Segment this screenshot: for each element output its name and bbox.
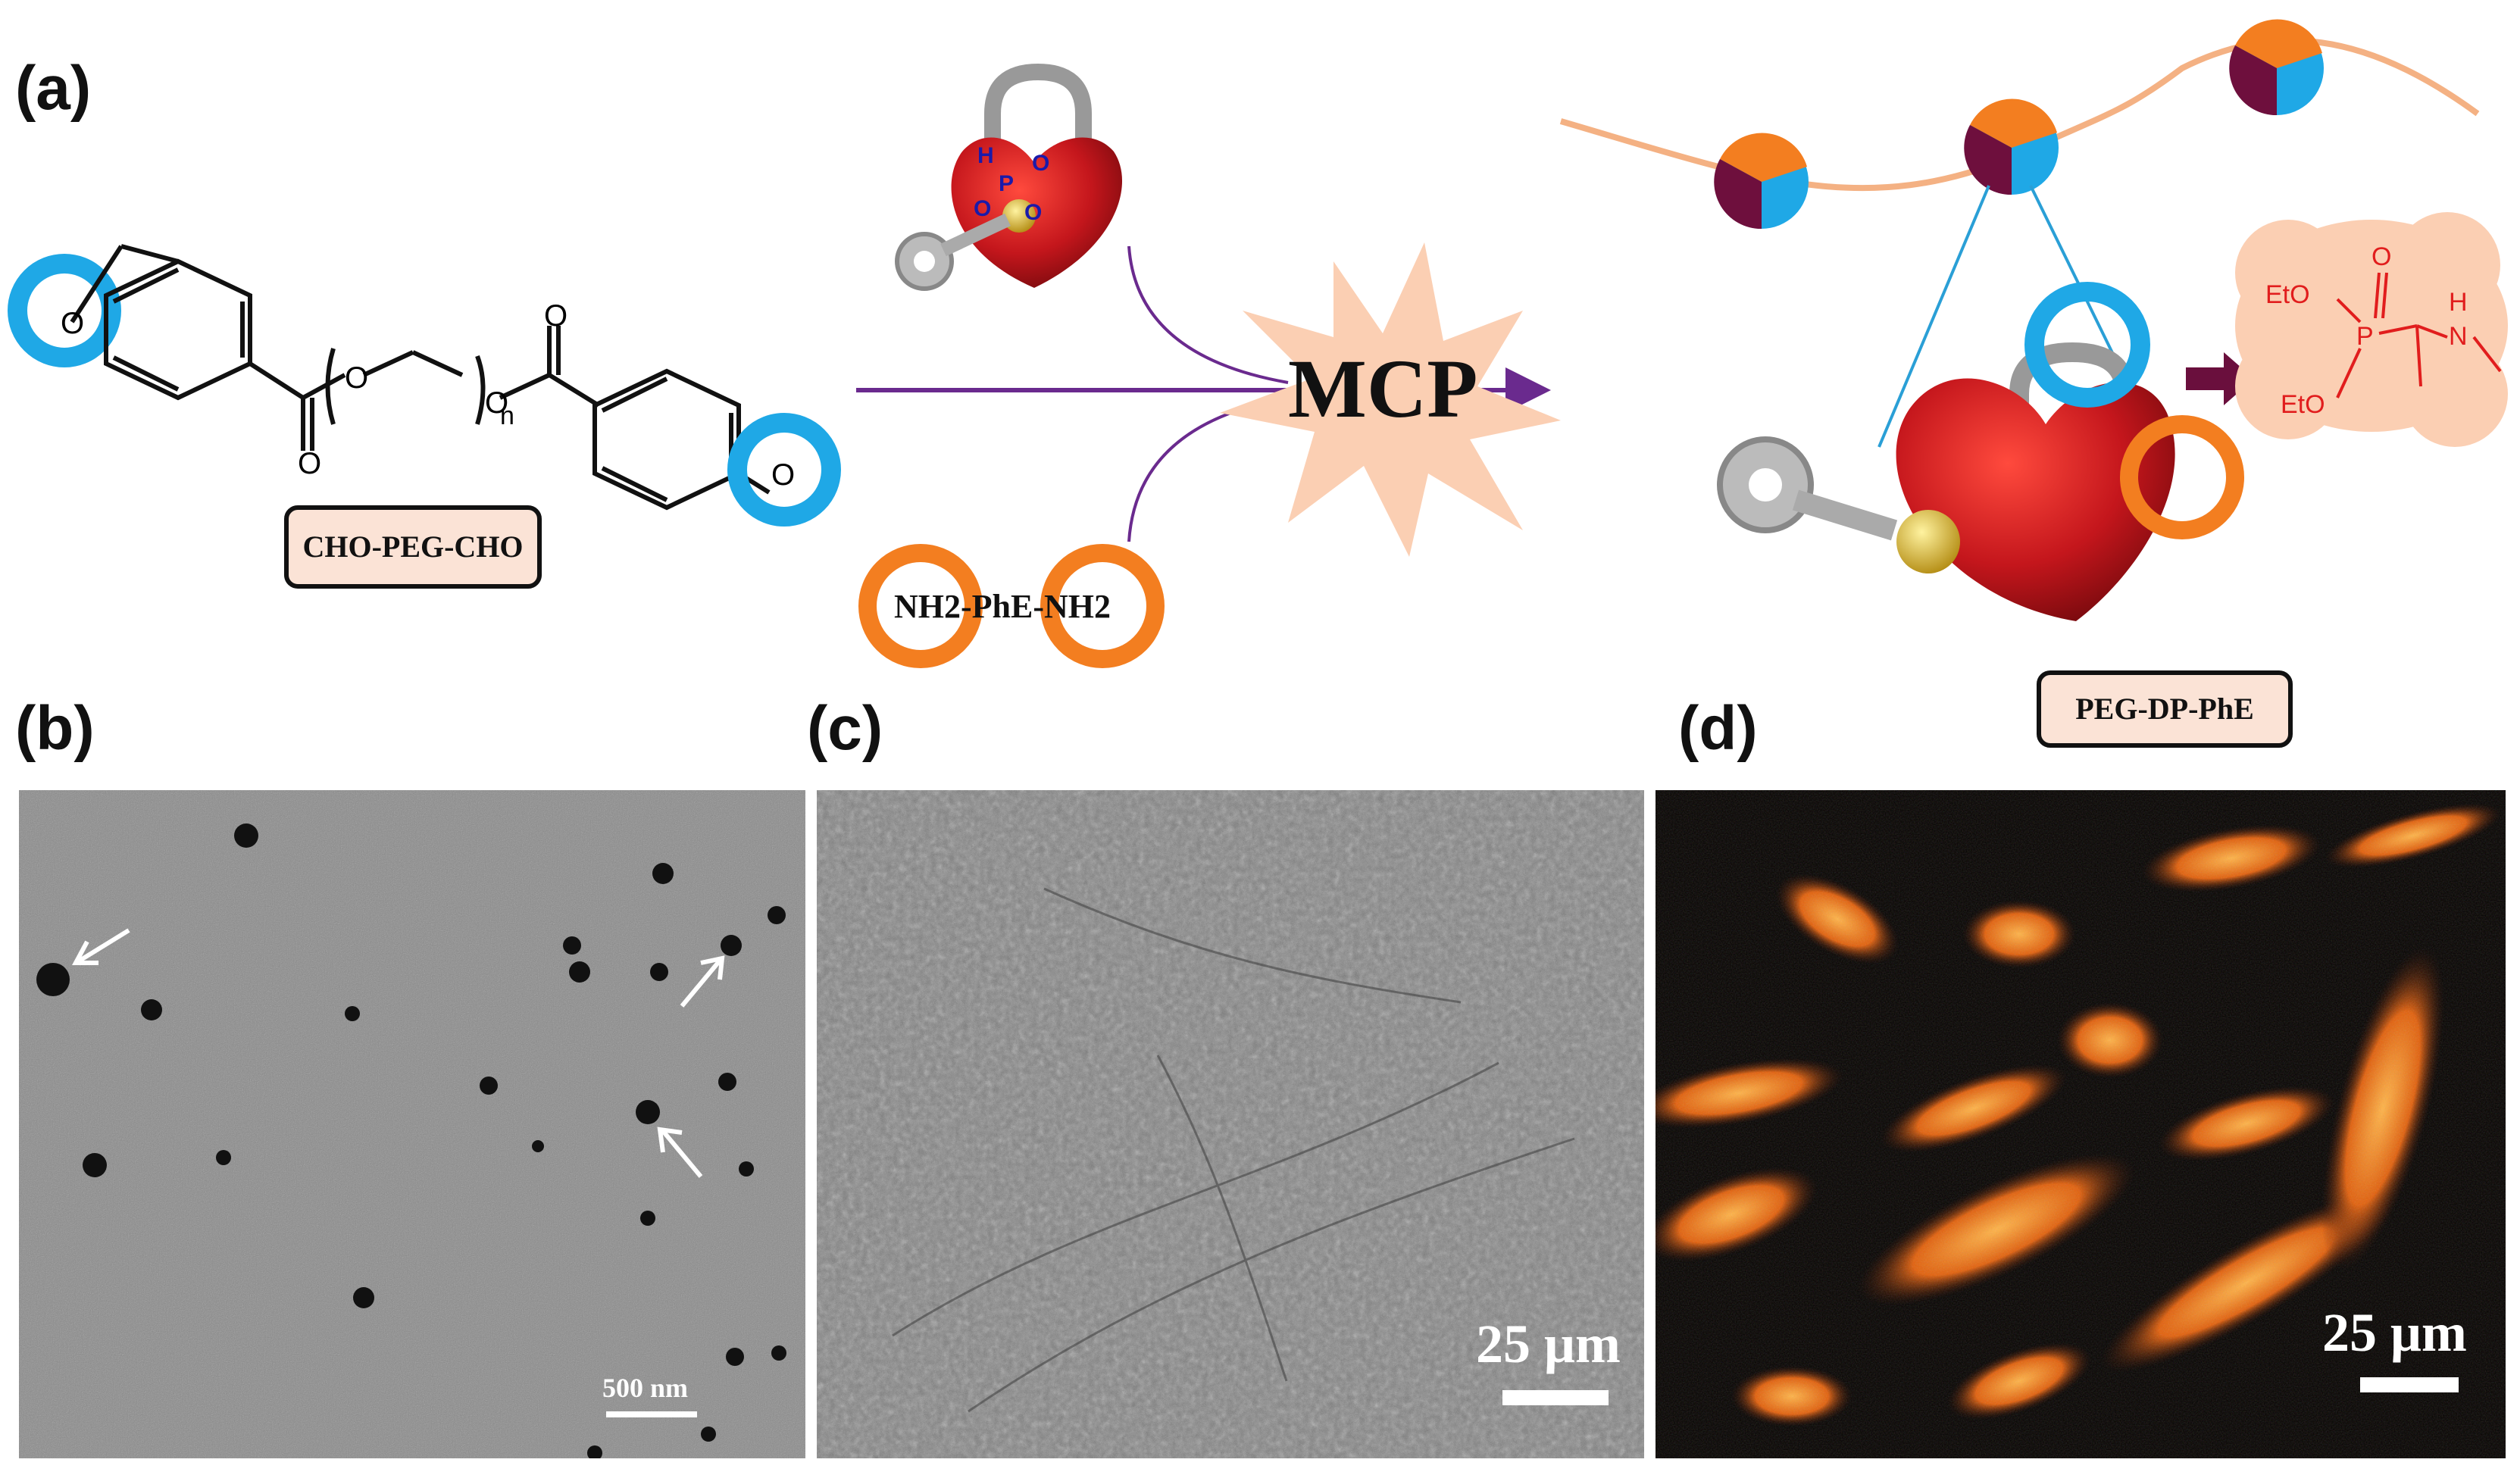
- cho-peg-cho-structure: [8, 244, 841, 527]
- fluorescence-image: 25 μm: [1656, 790, 2506, 1458]
- peg-subscript: n: [500, 402, 514, 430]
- atom-h-product: H: [2449, 288, 2468, 317]
- reaction-scheme: O O O O n O O H P O O O MCP NH2-PhE-NH2: [8, 19, 2508, 668]
- blue-ring-icon: [2024, 282, 2150, 408]
- product-cloud: [2235, 212, 2508, 447]
- cho-peg-cho-label: CHO-PEG-CHO: [284, 505, 542, 589]
- tem-image: 500 nm: [19, 790, 805, 1458]
- carbonyl-o-left: O: [61, 307, 84, 340]
- nanoparticles: [36, 823, 786, 1458]
- ether-o-1: O: [345, 361, 368, 395]
- ester-o-2: O: [544, 299, 567, 333]
- ester-o-1: O: [298, 447, 321, 480]
- panel-b-label: (b): [15, 694, 95, 763]
- orange-ring-icon: [2120, 415, 2244, 539]
- brightfield-image: 25 μm: [817, 790, 1644, 1458]
- orange-ring-icon: [858, 544, 983, 668]
- panel-c-label: (c): [807, 694, 883, 763]
- eto-2: EtO: [2281, 390, 2325, 419]
- pie-node-icon: [1964, 98, 2059, 195]
- curved-arrow-top: [1127, 245, 1289, 384]
- ether-o-2: O: [485, 386, 508, 420]
- eto-1: EtO: [2265, 280, 2310, 309]
- panel-a-label: (a): [15, 54, 92, 123]
- phosphite-lock-icon: [895, 63, 1123, 291]
- blue-ring-icon: [727, 413, 841, 527]
- atom-o3: O: [974, 196, 991, 221]
- key-icon: [1717, 436, 1898, 541]
- atom-p-product: P: [2356, 322, 2374, 351]
- key-icon: [895, 213, 1011, 291]
- atom-o2: O: [1024, 200, 1042, 225]
- atom-o-product: O: [2371, 242, 2391, 271]
- pie-node-icon: [2229, 19, 2324, 116]
- product-lock-icon: [1717, 282, 2244, 621]
- orange-ring-icon: [1040, 544, 1165, 668]
- panel-d-label: (d): [1678, 694, 1758, 763]
- atom-p: P: [999, 171, 1014, 196]
- carbonyl-o-right: O: [771, 458, 795, 492]
- pie-node-icon: [1714, 133, 1809, 230]
- atom-o1: O: [1032, 151, 1049, 176]
- blue-ring-icon: [8, 254, 121, 367]
- scalebar-label-d: 25 μm: [2322, 1302, 2467, 1363]
- mcp-label: MCP: [1288, 342, 1477, 435]
- scalebar-label-c: 25 μm: [1476, 1314, 1621, 1374]
- mcp-burst-icon: [1220, 242, 1561, 557]
- peg-dp-phe-label: PEG-DP-PhE: [2037, 670, 2293, 748]
- atom-h: H: [977, 143, 994, 168]
- diamine-label: NH2-PhE-NH2: [894, 588, 1111, 625]
- scalebar-label-b: 500 nm: [602, 1373, 689, 1403]
- atom-n-product: N: [2449, 322, 2468, 351]
- phosphite-structure: H P O O O: [974, 143, 1049, 225]
- product-structure: EtO EtO P O H N: [2265, 242, 2468, 419]
- arrows-icon: [71, 928, 725, 1178]
